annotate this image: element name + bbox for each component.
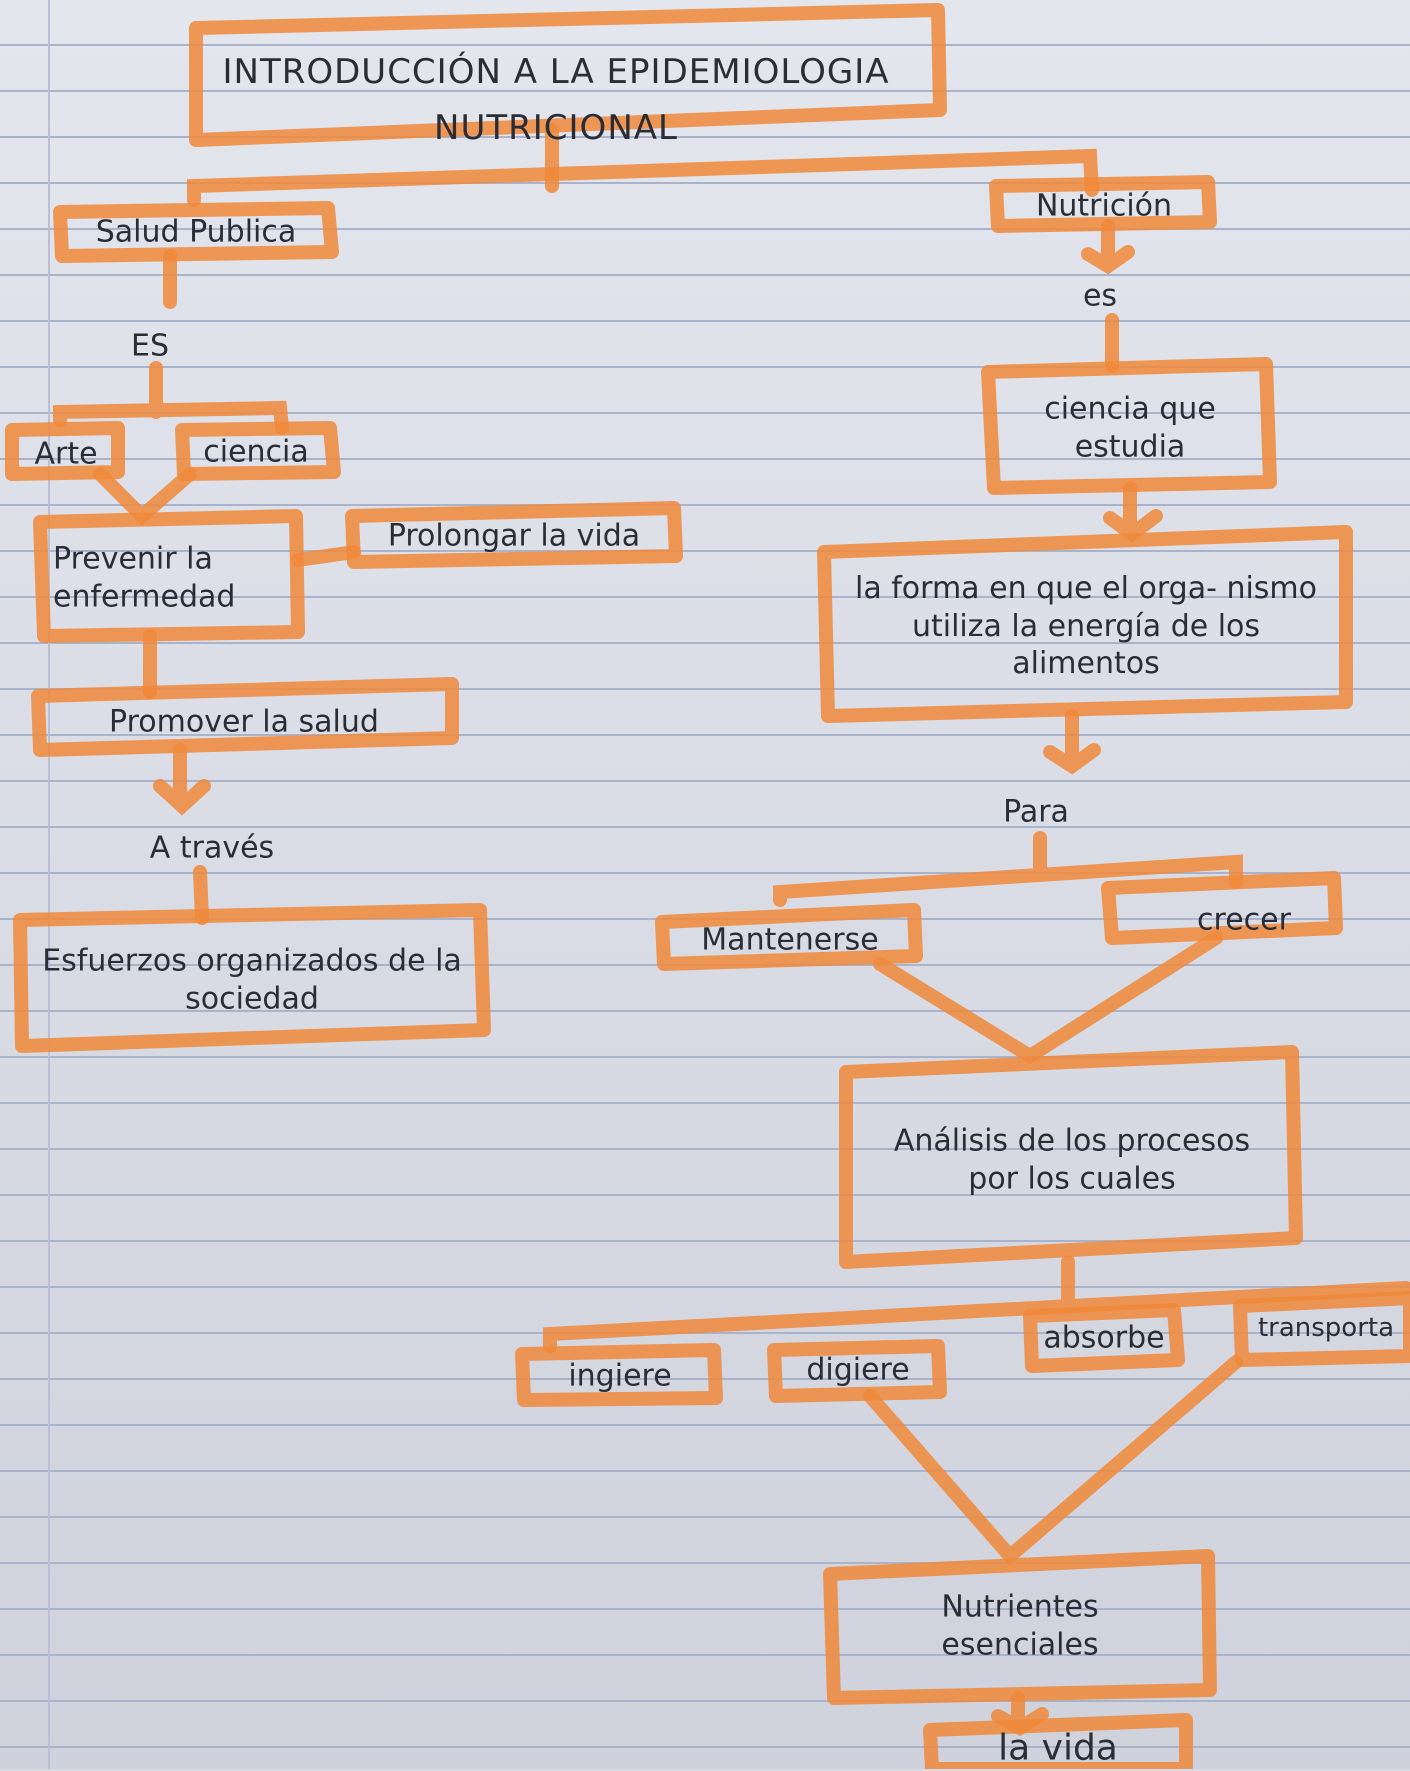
- prolongar-label: Prolongar la vida: [387, 518, 641, 554]
- mantenerse-box: [655, 903, 923, 971]
- absorbe-label: absorbe: [1043, 1320, 1165, 1356]
- esfuerzos-box: [13, 903, 491, 1053]
- title-line-2: NUTRICIONAL: [434, 107, 678, 148]
- forma-to-para-arrow: [1043, 709, 1101, 775]
- ingiere-label: ingiere: [568, 1358, 672, 1394]
- esfuerzos-label: Esfuerzos organizados de la sociedad: [42, 943, 462, 1017]
- promover-to-atraves-arrow: [153, 743, 211, 816]
- nutricion-to-es-arrow: [1081, 219, 1135, 275]
- prevenir-label: Prevenir la enfermedad: [53, 541, 236, 615]
- title-branch-line: [187, 148, 1099, 207]
- ciencia-left-label: ciencia: [203, 434, 309, 470]
- absorbe-box: [1023, 1303, 1185, 1373]
- title-box: [189, 3, 947, 147]
- para-branch-line: [773, 831, 1243, 907]
- crecer-box: [1101, 871, 1343, 945]
- transporta-box: [1233, 1291, 1410, 1367]
- a-traves-label: A través: [149, 830, 275, 866]
- verbs-merge-line: [863, 1355, 1243, 1566]
- es-left-label: ES: [131, 328, 169, 364]
- digiere-label: digiere: [806, 1352, 910, 1388]
- promover-box: [31, 677, 459, 757]
- analisis-label: Análisis de los procesos por los cuales: [893, 1123, 1251, 1197]
- para-label: Para: [1003, 794, 1069, 830]
- title-line-1: INTRODUCCIÓN A LA EPIDEMIOLOGIA: [222, 51, 890, 92]
- crecer-label: crecer: [1197, 902, 1291, 938]
- la-vida-label: la vida: [998, 1727, 1118, 1769]
- nutricion-label: Nutrición: [1035, 188, 1173, 224]
- mantenerse-crecer-merge-line: [873, 931, 1223, 1065]
- transporta-label: transporta: [1257, 1312, 1395, 1343]
- nutricion-box: [989, 175, 1217, 233]
- nutrientes-label: Nutrientes esenciales: [941, 1589, 1099, 1663]
- ciencia-to-forma-arrow: [1103, 481, 1163, 543]
- la-vida-box: [923, 1713, 1193, 1769]
- prevenir-prolongar-link: [291, 545, 361, 567]
- ciencia-que-estudia-label: ciencia que estudia: [1044, 391, 1216, 465]
- prevenir-box: [33, 509, 305, 643]
- promover-label: Promover la salud: [109, 704, 379, 740]
- salud-publica-label: Salud Publica: [95, 214, 297, 250]
- la-forma-label: la forma en que el orga- nismo utiliza l…: [854, 570, 1317, 681]
- analisis-to-verbs-line: [543, 1255, 1410, 1353]
- ciencia-que-estudia-box: [981, 357, 1277, 495]
- digiere-box: [767, 1339, 947, 1403]
- mantenerse-label: Mantenerse: [701, 922, 879, 958]
- ingiere-box: [515, 1343, 723, 1407]
- nutrientes-to-vida-arrow: [991, 1691, 1049, 1737]
- arte-ciencia-merge-line: [93, 467, 197, 526]
- la-forma-box: [817, 525, 1353, 723]
- es-right-label: es: [1082, 278, 1118, 314]
- salud-publica-box: [53, 201, 339, 263]
- es-left-branch-line: [53, 361, 289, 435]
- atraves-to-esfuerzos-line: [193, 865, 209, 925]
- nutrientes-box: [823, 1549, 1217, 1705]
- arte-label: Arte: [34, 436, 98, 472]
- arte-box: [5, 421, 125, 481]
- analisis-box: [839, 1045, 1303, 1269]
